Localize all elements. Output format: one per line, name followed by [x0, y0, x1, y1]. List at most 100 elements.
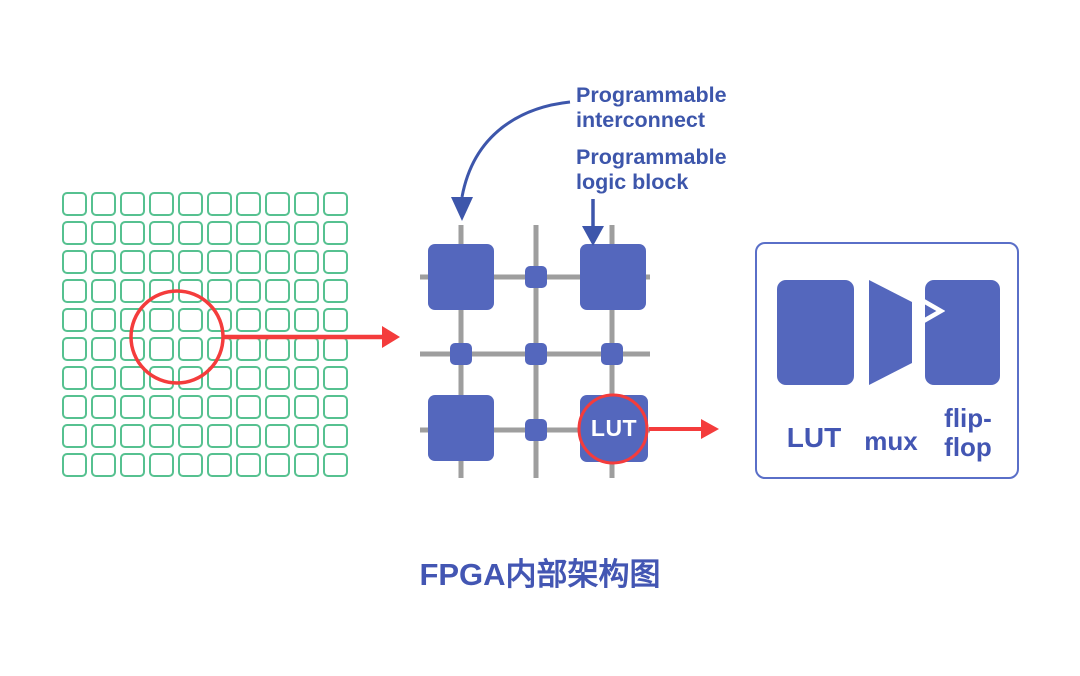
logic-cell [91, 279, 116, 303]
switch-block [525, 266, 547, 288]
switch-block [525, 343, 547, 365]
logic-cell [91, 453, 116, 477]
lut-logic-block: LUT [580, 395, 648, 462]
logic-cell [236, 308, 261, 332]
logic-cell [323, 192, 348, 216]
logic-cell [236, 366, 261, 390]
logic-cell [149, 279, 174, 303]
switch-block [450, 343, 472, 365]
lut-block-label: LUT [590, 415, 638, 441]
logic-cell [178, 453, 203, 477]
logic-cell [120, 424, 145, 448]
logic-cell [265, 192, 290, 216]
logic-cell [236, 279, 261, 303]
logic-cell [236, 337, 261, 361]
logic-cell [62, 279, 87, 303]
label-line: flop [944, 432, 992, 463]
logic-cell [91, 192, 116, 216]
logic-cell [323, 366, 348, 390]
logic-cell [323, 453, 348, 477]
logic-cell [178, 424, 203, 448]
logic-cell [120, 337, 145, 361]
logic-cell [294, 337, 319, 361]
label-line: Programmable [576, 145, 727, 169]
logic-cell [120, 366, 145, 390]
logic-cell [323, 279, 348, 303]
logic-cell [207, 308, 232, 332]
logic-cell [294, 192, 319, 216]
logic-cell [91, 366, 116, 390]
logic-cell [149, 395, 174, 419]
logic-cell [120, 453, 145, 477]
logic-cell [149, 250, 174, 274]
flipflop-shape [925, 280, 1000, 385]
logic-cell [265, 366, 290, 390]
zoom-arrow-lut [649, 419, 719, 439]
logic-cell [294, 366, 319, 390]
lut-legend-label: LUT [786, 422, 842, 453]
logic-block-pointer-arrow [582, 199, 604, 246]
logic-cell [178, 250, 203, 274]
logic-cell [265, 424, 290, 448]
logic-cell [323, 395, 348, 419]
logic-cell [178, 308, 203, 332]
logic-cell [207, 453, 232, 477]
logic-cell [178, 395, 203, 419]
interconnect-pointer-arrow [451, 100, 571, 221]
logic-cell [207, 221, 232, 245]
flipflop-legend-label: flip- flop [929, 403, 1007, 463]
logic-cell [120, 250, 145, 274]
logic-cell [62, 192, 87, 216]
logic-cell [323, 250, 348, 274]
logic-cell [323, 221, 348, 245]
logic-cell [178, 221, 203, 245]
logic-cell [265, 221, 290, 245]
programmable-logic-block-label: Programmable logic block [576, 145, 727, 194]
logic-cell [178, 337, 203, 361]
logic-cell [149, 424, 174, 448]
logic-cell [294, 279, 319, 303]
logic-cell [265, 250, 290, 274]
logic-cell [149, 453, 174, 477]
label-line: flip- [944, 403, 992, 433]
logic-cell [294, 221, 319, 245]
clock-chevron-icon [918, 297, 945, 325]
logic-cell [149, 337, 174, 361]
logic-cell [323, 337, 348, 361]
logic-cell [91, 250, 116, 274]
logic-cell [149, 308, 174, 332]
logic-cell [91, 395, 116, 419]
logic-cell [207, 337, 232, 361]
logic-cell [294, 250, 319, 274]
logic-cell [62, 337, 87, 361]
label-line: Programmable [576, 83, 727, 107]
logic-cell [265, 279, 290, 303]
logic-cell [207, 424, 232, 448]
logic-block-detail-panel: LUT mux flip- flop [755, 242, 1019, 479]
logic-cell [91, 308, 116, 332]
logic-cell [207, 395, 232, 419]
switch-block [601, 343, 623, 365]
logic-cell [294, 395, 319, 419]
fpga-chip-grid [62, 192, 348, 477]
logic-block [428, 244, 494, 310]
logic-cell [294, 424, 319, 448]
mux-legend-label: mux [864, 426, 918, 456]
logic-cell [149, 366, 174, 390]
logic-cell [265, 337, 290, 361]
logic-cell [178, 192, 203, 216]
logic-block [428, 395, 494, 461]
page-title: FPGA内部架构图 [419, 557, 661, 592]
logic-cell [236, 192, 261, 216]
logic-cell [207, 366, 232, 390]
logic-cell [323, 308, 348, 332]
logic-cell [120, 308, 145, 332]
logic-cell [236, 453, 261, 477]
mux-shape [869, 280, 912, 385]
logic-cell [120, 279, 145, 303]
logic-cell [91, 424, 116, 448]
label-line: interconnect [576, 107, 706, 132]
logic-cell [265, 308, 290, 332]
logic-cell [62, 453, 87, 477]
